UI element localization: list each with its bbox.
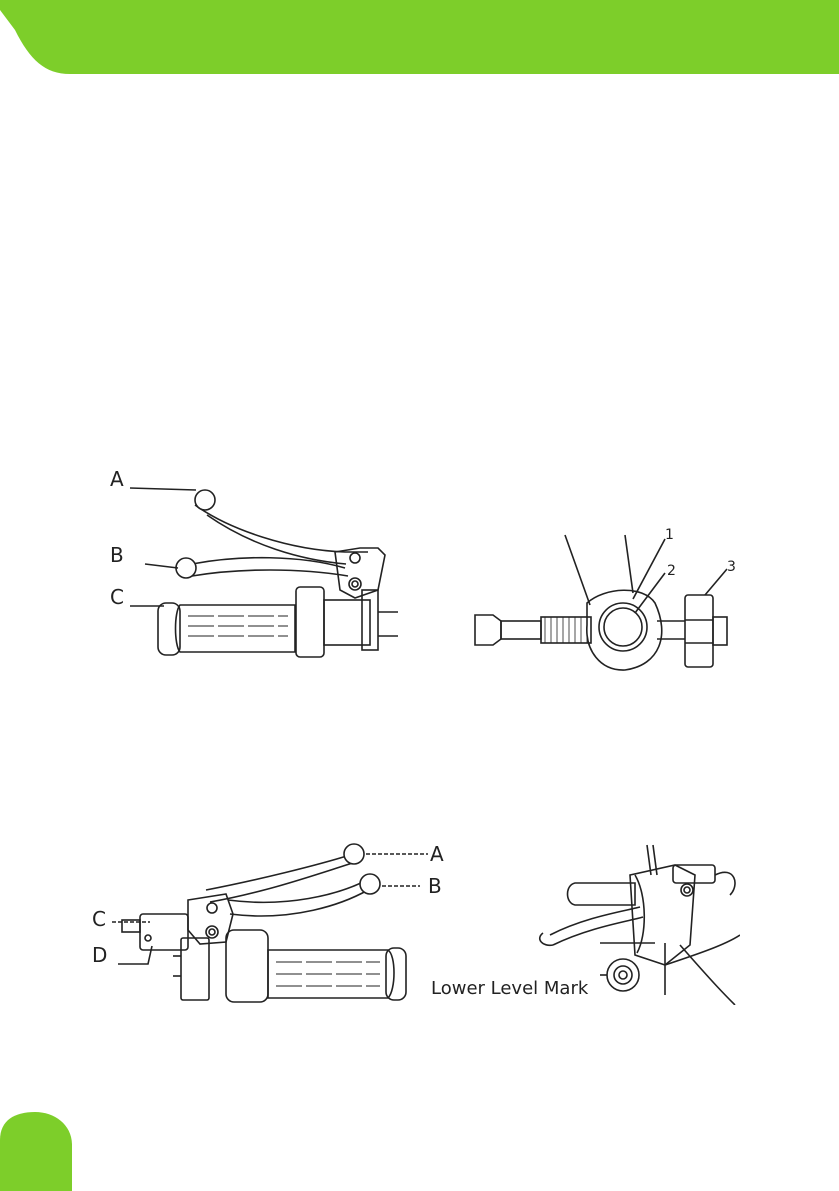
label-b: B [110, 543, 124, 567]
label-2: 2 [667, 563, 676, 579]
label-d: D [92, 943, 107, 967]
label-1: 1 [665, 527, 674, 543]
lower-level-mark-label: Lower Level Mark [431, 978, 589, 999]
footer-page-tab [0, 1100, 90, 1191]
label-c: C [92, 907, 106, 931]
label-3: 3 [727, 559, 736, 575]
front-brake-lever-diagram: A B C [100, 460, 420, 690]
rear-brake-lever-diagram: A B C D [88, 830, 468, 1010]
header-band [0, 0, 839, 80]
label-c: C [110, 585, 124, 609]
label-a: A [110, 467, 124, 491]
brake-reservoir-diagram: Lower Level Mark [425, 835, 740, 1005]
adjuster-bolt-diagram: 1 2 3 [465, 525, 765, 685]
